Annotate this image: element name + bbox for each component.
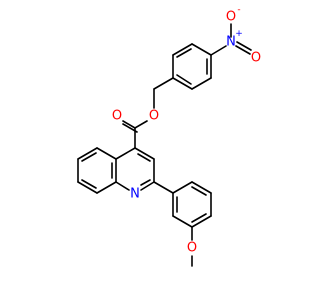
bond-aryl-link xyxy=(153,181,174,194)
bond xyxy=(134,120,148,129)
bond-double-inner xyxy=(81,179,97,189)
bond xyxy=(77,147,98,160)
bond-double-inner xyxy=(140,179,151,186)
bond xyxy=(172,215,193,228)
bond xyxy=(115,147,136,160)
bond xyxy=(236,41,252,51)
bond xyxy=(172,77,193,90)
quinoline-pyridine-ring xyxy=(115,147,155,191)
bond xyxy=(153,77,174,90)
ester-linker xyxy=(122,77,174,149)
atom-label-o-nitro-top: O xyxy=(226,10,236,25)
bond-double-inner xyxy=(81,152,97,162)
bond xyxy=(191,215,212,228)
bond xyxy=(172,181,193,194)
bond xyxy=(191,43,212,56)
atom-label-o-nitro-bottom: O xyxy=(251,51,261,66)
bond xyxy=(77,181,98,194)
atom-label-o-ester: O xyxy=(149,109,159,124)
bond xyxy=(172,43,193,56)
bond xyxy=(191,181,212,194)
quinoline-benzo-ring xyxy=(77,147,117,194)
atom-label-n-nitro: N xyxy=(226,35,236,50)
bond xyxy=(115,181,130,191)
structure-diagram: O - N + O O O N O xyxy=(77,5,261,267)
bond xyxy=(122,120,136,129)
atom-labels: O - N + O O O N O xyxy=(112,5,261,256)
bond-double-inner xyxy=(176,74,192,85)
bond xyxy=(210,45,227,56)
bond-double-inner xyxy=(191,186,207,196)
charge-minus: - xyxy=(237,5,240,15)
bond xyxy=(96,147,117,160)
methoxyphenyl-ring xyxy=(172,181,212,228)
nitrophenyl-ring xyxy=(172,43,212,90)
molecule-canvas: O - N + O O O N O xyxy=(77,5,261,267)
nitro-group xyxy=(210,23,252,56)
bond xyxy=(191,77,212,90)
atom-label-n-quinoline: N xyxy=(130,187,140,202)
bond-double-inner xyxy=(137,153,151,162)
bond xyxy=(235,45,251,55)
bond-double-inner xyxy=(191,213,207,223)
bond-double-inner xyxy=(176,48,192,58)
charge-plus: + xyxy=(235,29,243,39)
atom-label-o-carbonyl: O xyxy=(112,109,122,124)
atom-label-o-methoxy: O xyxy=(187,241,197,256)
bond xyxy=(134,147,155,160)
bond xyxy=(96,181,117,194)
bond xyxy=(140,181,155,191)
